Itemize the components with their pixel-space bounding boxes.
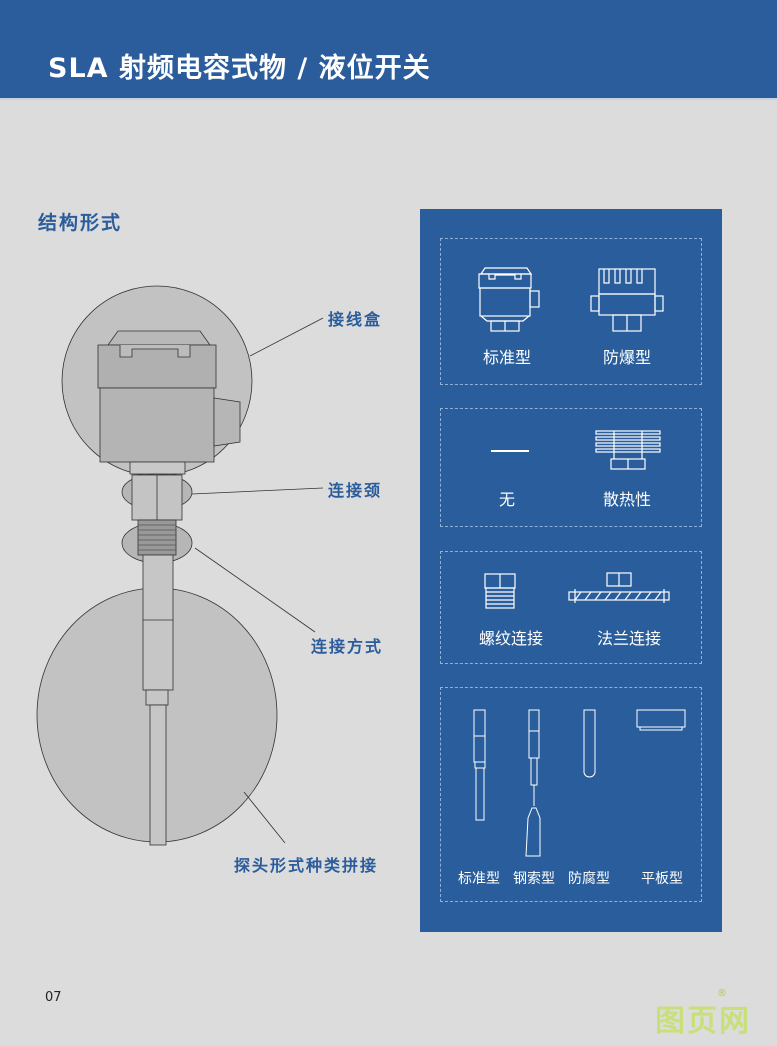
structure-diagram [36, 285, 324, 846]
probe-standard-label: 标准型 [458, 871, 500, 887]
connection-options: 螺纹连接 法兰连接 [440, 551, 702, 664]
housing-standard-label: 标准型 [482, 348, 532, 367]
neck-heat-dissipation-label: 散热性 [602, 490, 652, 509]
neck-none-label: 无 [498, 490, 516, 509]
page-number: 07 [45, 990, 62, 1005]
probe-cable-label: 钢索型 [513, 871, 555, 887]
section-title: 结构形式 [38, 212, 123, 234]
callout-junction-box: 接线盒 [328, 310, 383, 329]
neck-icons [491, 430, 661, 470]
connection-thread-label: 螺纹连接 [478, 629, 544, 648]
connection-icons [484, 572, 670, 609]
watermark-logo: 图页网 ® [655, 988, 751, 1040]
probe-options: 标准型 钢索型 防腐型 平板型 [440, 687, 702, 902]
connection-flange-label: 法兰连接 [596, 629, 662, 648]
housing-options: 标准型 防爆型 [440, 238, 702, 385]
housing-explosion-proof-label: 防爆型 [602, 348, 652, 367]
probe-icons [473, 709, 686, 857]
housing-icons [478, 267, 664, 332]
callout-connection: 连接方式 [311, 637, 384, 656]
callout-probe-type: 探头形式种类拼接 [234, 856, 379, 875]
header-bar: SLA 射频电容式物 / 液位开关 [0, 0, 777, 100]
page-title: SLA 射频电容式物 / 液位开关 [48, 53, 431, 84]
options-panel: 标准型 防爆型 无 散热性 螺纹连接 [420, 209, 722, 932]
callout-neck: 连接颈 [328, 481, 383, 500]
neck-options: 无 散热性 [440, 408, 702, 527]
registered-icon: ® [717, 988, 729, 999]
probe-anticorrosion-label: 防腐型 [568, 871, 610, 887]
probe-flat-label: 平板型 [641, 871, 683, 887]
watermark-text: 图页网 [655, 1004, 751, 1039]
